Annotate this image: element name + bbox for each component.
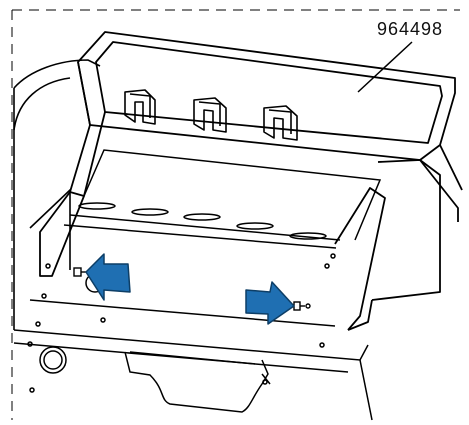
panel (63, 149, 382, 249)
cabinet-body (13, 253, 373, 421)
left-housing (13, 59, 101, 330)
arrow-right-icon (245, 281, 295, 325)
dashed-boundary (11, 9, 460, 420)
left-screw (73, 267, 86, 277)
right-screw (293, 301, 311, 311)
screws (73, 267, 311, 311)
handle-frame (39, 31, 463, 331)
callout-leader (357, 41, 413, 93)
arrow-left-icon (85, 253, 131, 301)
part-number-callout: 964498 (377, 19, 444, 39)
handle-hooks (124, 89, 298, 141)
